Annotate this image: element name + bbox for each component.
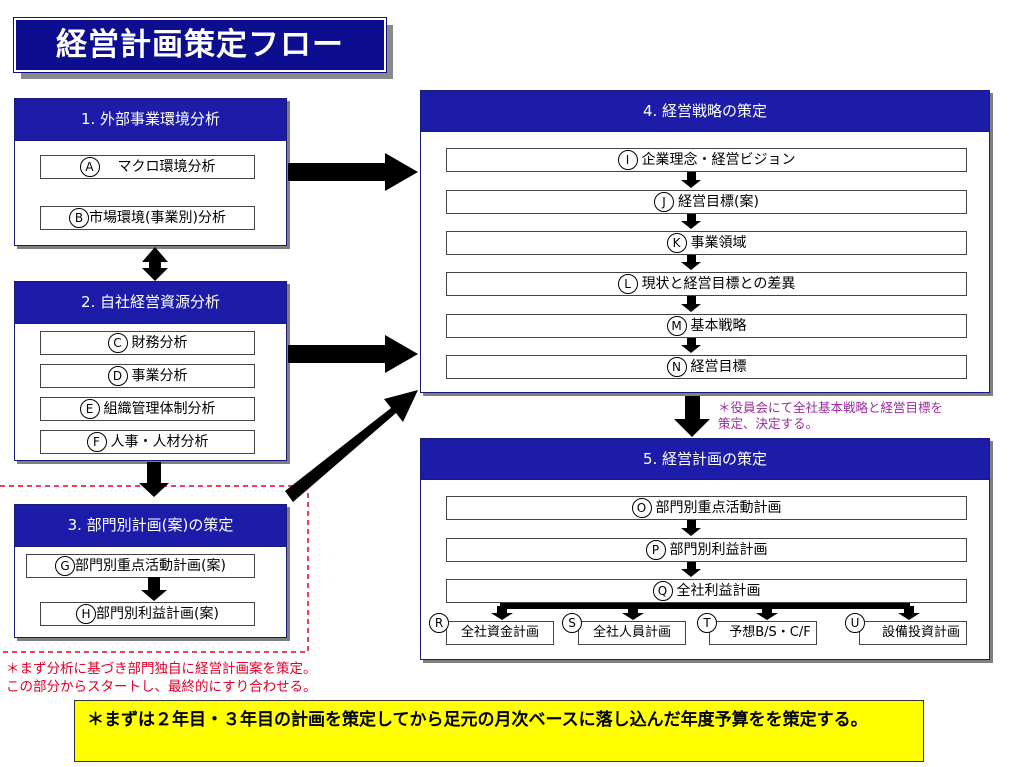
panel5-inner-arrows [491, 520, 920, 620]
item-p[interactable]: P 部門別利益計画 [446, 538, 967, 562]
item-label: 経営目標 [690, 359, 747, 375]
item-label: 経営目標(案) [678, 194, 759, 210]
item-h[interactable]: H 部門別利益計画(案) [40, 602, 255, 626]
item-label: 財務分析 [131, 335, 188, 351]
item-g[interactable]: G 部門別重点活動計画(案) [26, 554, 255, 578]
item-t[interactable]: 予想B/S・C/F [709, 621, 817, 645]
item-label: 組織管理体制分析 [103, 401, 216, 417]
item-label: 予想B/S・C/F [729, 625, 811, 640]
item-label: 事業領域 [690, 235, 747, 251]
panel-title: 4. 経営戦略の策定 [421, 91, 989, 132]
item-label: 部門別利益計画 [669, 542, 768, 558]
item-f[interactable]: F 人事・人材分析 [40, 430, 255, 454]
item-s[interactable]: 全社人員計画 [578, 621, 686, 645]
board-note: ＊役員会にて全社基本戦略と経営目標を 策定、決定する。 [718, 400, 1008, 432]
mark-t: T [697, 613, 717, 633]
panel4-inner-arrows [681, 172, 701, 353]
budget-banner: ＊まずは２年目・３年目の計画を策定してから足元の月次ベースに落し込んだ年度予算を… [74, 700, 924, 762]
item-m[interactable]: M 基本戦略 [446, 314, 967, 338]
mark-u: U [845, 613, 865, 633]
item-c[interactable]: C 財務分析 [40, 331, 255, 355]
board-note-line1: ＊役員会にて全社基本戦略と経営目標を [718, 400, 944, 415]
item-label: 人事・人材分析 [110, 434, 209, 450]
item-label: 基本戦略 [690, 318, 747, 334]
item-q[interactable]: Q 全社利益計画 [446, 579, 967, 603]
mark: D [107, 366, 128, 386]
item-label: 全社利益計画 [676, 583, 761, 599]
item-a[interactable]: A マクロ環境分析 [40, 155, 255, 179]
mark: O [631, 498, 652, 518]
item-i[interactable]: I 企業理念・経営ビジョン [446, 148, 967, 172]
item-d[interactable]: D 事業分析 [40, 364, 255, 388]
arrow-p1-p2-double [142, 247, 168, 281]
panel-title: 2. 自社経営資源分析 [15, 282, 286, 324]
item-n[interactable]: N 経営目標 [446, 355, 967, 379]
mark: F [86, 432, 107, 452]
mark: Q [652, 581, 673, 601]
panel-external-analysis: 1. 外部事業環境分析 A マクロ環境分析 B 市場環境(事業別)分析 [14, 98, 287, 246]
item-label: 設備投資計画 [881, 625, 960, 640]
item-label: 事業分析 [131, 368, 188, 384]
mark: L [617, 274, 638, 294]
item-label: 現状と経営目標との差異 [641, 276, 796, 292]
mark: A [79, 157, 100, 177]
item-label: 全社人員計画 [592, 625, 671, 640]
dept-note-line1: ＊まず分析に基づき部門独自に経営計画案を策定。 [6, 661, 317, 677]
mark: E [79, 399, 100, 419]
arrow-p1-to-p4 [288, 153, 418, 191]
item-j[interactable]: J 経営目標(案) [446, 190, 967, 214]
mark: P [645, 540, 666, 560]
panel-internal-analysis: 2. 自社経営資源分析 C 財務分析 D 事業分析 E 組織管理体制分析 F 人… [14, 281, 287, 461]
mark-r: R [429, 613, 449, 633]
mark-s: S [562, 613, 582, 633]
item-e[interactable]: E 組織管理体制分析 [40, 397, 255, 421]
mark: M [666, 316, 687, 336]
mark: I [617, 150, 638, 170]
item-label: マクロ環境分析 [117, 159, 216, 175]
item-b[interactable]: B 市場環境(事業別)分析 [40, 206, 255, 230]
item-o[interactable]: O 部門別重点活動計画 [446, 496, 967, 520]
item-l[interactable]: L 現状と経営目標との差異 [446, 272, 967, 296]
mark: B [69, 208, 90, 228]
item-label: 企業理念・経営ビジョン [641, 152, 796, 168]
dept-note: ＊まず分析に基づき部門独自に経営計画案を策定。 この部分からスタートし、最終的に… [6, 660, 426, 696]
mark: H [76, 604, 97, 624]
arrow-p4-to-p5 [674, 396, 710, 437]
board-note-line2: 策定、決定する。 [718, 416, 819, 431]
mark: N [666, 357, 687, 377]
arrow-p3-to-p4 [285, 390, 418, 502]
item-label: 部門別重点活動計画 [655, 500, 782, 516]
panel-dept-plan: 3. 部門別計画(案)の策定 G 部門別重点活動計画(案) H 部門別利益計画(… [14, 504, 287, 638]
page-title: 経営計画策定フロー [13, 17, 387, 73]
item-label: 部門別利益計画(案) [96, 606, 219, 622]
item-u[interactable]: 設備投資計画 [859, 621, 967, 645]
item-label: 全社資金計画 [460, 625, 539, 640]
item-label: 市場環境(事業別)分析 [89, 210, 226, 226]
dept-note-line2: この部分からスタートし、最終的にすり合わせる。 [6, 679, 317, 695]
panel3-inner-arrow [141, 577, 167, 601]
panel-title: 3. 部門別計画(案)の策定 [15, 505, 286, 547]
mark: G [55, 556, 76, 576]
mark: K [666, 233, 687, 253]
arrow-p2-to-p3 [139, 462, 169, 497]
item-r[interactable]: 全社資金計画 [446, 621, 554, 645]
panel-title: 1. 外部事業環境分析 [15, 99, 286, 141]
panel-business-plan: 5. 経営計画の策定 O 部門別重点活動計画 P 部門別利益計画 Q 全社利益計… [420, 438, 990, 660]
item-label: 部門別重点活動計画(案) [75, 558, 226, 574]
panel-strategy: 4. 経営戦略の策定 I 企業理念・経営ビジョン J 経営目標(案) K 事業領… [420, 90, 990, 393]
arrow-p2-to-p4 [288, 335, 418, 373]
mark: J [654, 192, 675, 212]
mark: C [107, 333, 128, 353]
item-k[interactable]: K 事業領域 [446, 231, 967, 255]
panel-title: 5. 経営計画の策定 [421, 439, 989, 480]
